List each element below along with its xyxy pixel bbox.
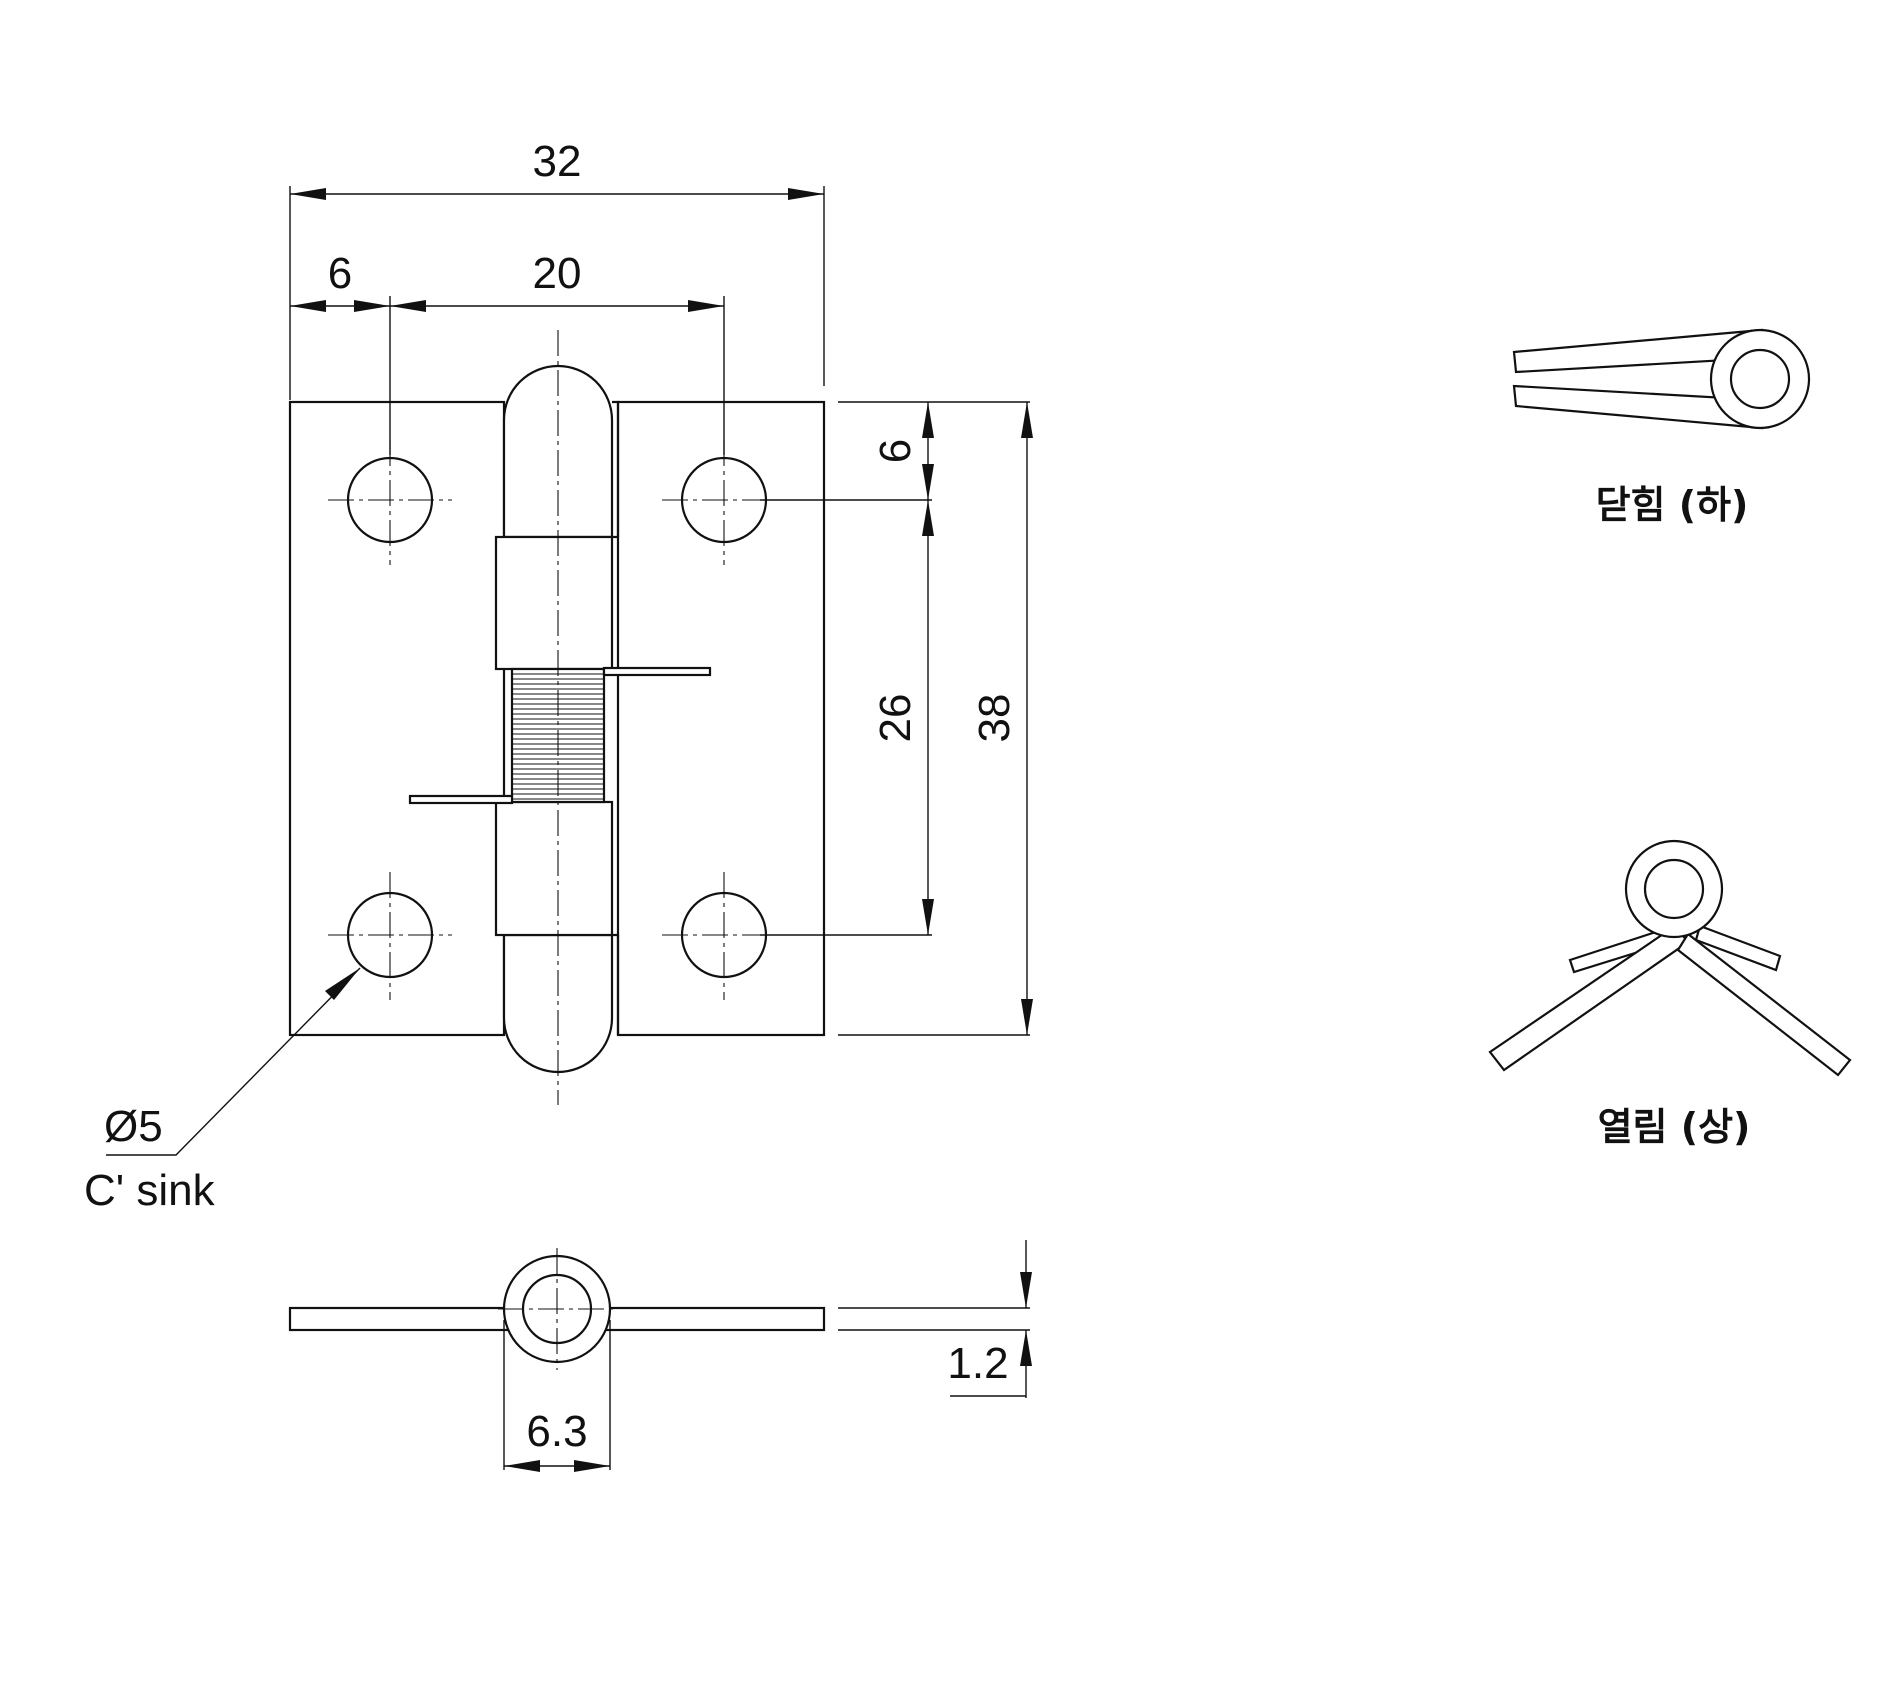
dim-overall-width: 32 xyxy=(533,137,582,186)
dimensions: 32 6 20 6 26 38 Ø5 C' sink xyxy=(84,137,1033,1215)
dim-overall-height: 38 xyxy=(970,694,1019,743)
mounting-holes xyxy=(328,440,786,1000)
upper-knuckle xyxy=(494,535,614,671)
bottom-view: 6.3 1.2 xyxy=(288,1240,1032,1472)
open-state-label: 열림 (상) xyxy=(1598,1105,1751,1149)
dim-hole-edge-offset: 6 xyxy=(328,249,352,298)
right-knuckle-edge-top xyxy=(612,400,620,539)
hole-spec-diameter: Ø5 xyxy=(104,1102,163,1151)
closed-knuckle-inner xyxy=(1729,348,1791,410)
dim-knuckle-diameter: 6.3 xyxy=(526,1407,587,1456)
closed-state-diagram: 닫힘 (하) xyxy=(1512,328,1811,527)
spring-arm-left xyxy=(408,794,514,805)
hole-spec-type: C' sink xyxy=(84,1166,216,1215)
front-view xyxy=(288,330,826,1105)
lower-knuckle xyxy=(494,800,614,937)
hole-callout-leader xyxy=(106,967,361,1156)
open-knuckle-inner xyxy=(1643,858,1705,920)
right-knuckle-edge-bottom xyxy=(612,933,620,1035)
dim-hole-spacing-vertical: 26 xyxy=(871,694,920,743)
closed-state-label: 닫힘 (하) xyxy=(1596,483,1749,527)
dim-leaf-thickness: 1.2 xyxy=(947,1339,1008,1388)
dim-hole-top-offset: 6 xyxy=(871,439,920,463)
dim-hole-spacing-horizontal: 20 xyxy=(533,249,582,298)
spring-arm-right xyxy=(602,666,712,677)
open-state-diagram: 열림 (상) xyxy=(1488,839,1852,1149)
